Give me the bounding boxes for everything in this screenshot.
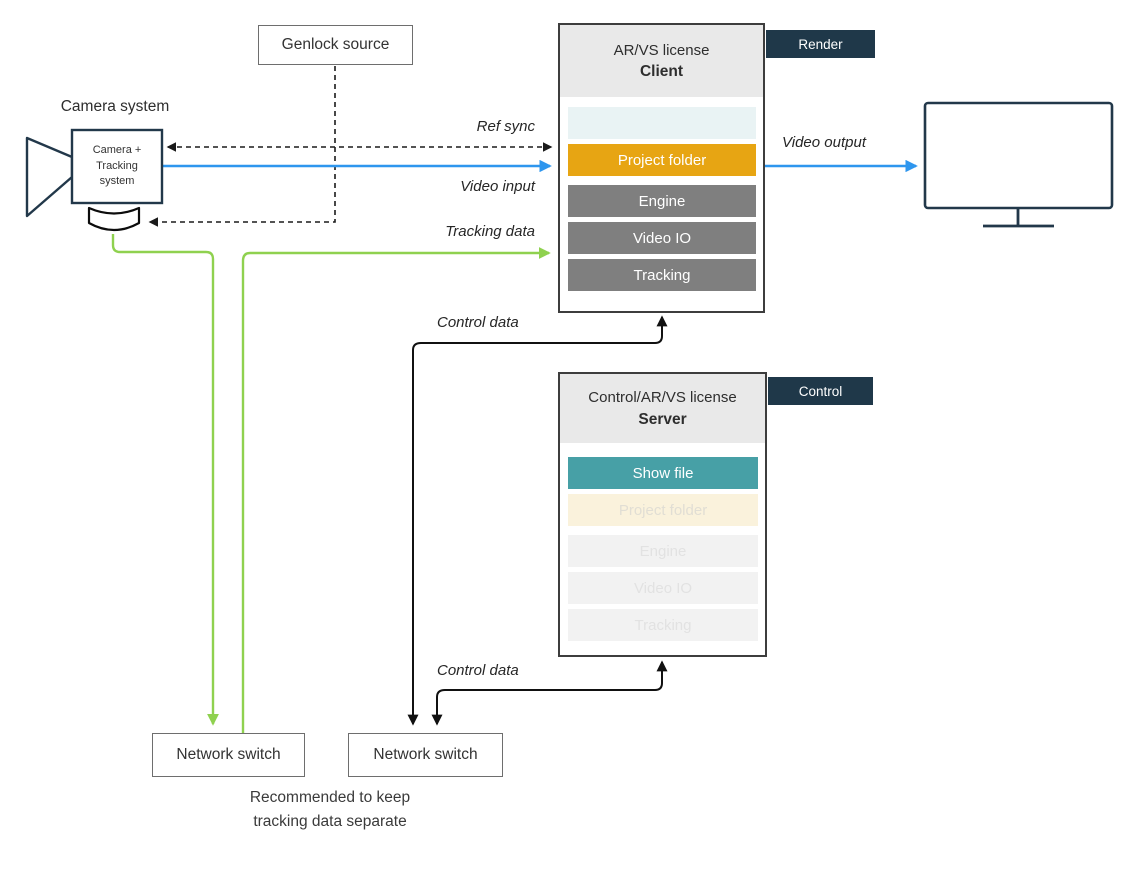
tracking-head-shape <box>87 206 141 232</box>
client-license-label: AR/VS license <box>613 41 710 59</box>
genlock-source-box: Genlock source <box>258 25 413 65</box>
client-role-label: Client <box>639 63 684 81</box>
server-panel: Control/AR/VS license Server Show file P… <box>558 372 767 657</box>
genlock-sync-line <box>148 66 336 227</box>
client-row-engine: Engine <box>568 185 756 217</box>
client-row-showfile-placeholder <box>568 107 756 139</box>
camera-system-title: Camera system <box>60 98 170 115</box>
render-tag: Render <box>766 30 875 58</box>
client-panel-header: AR/VS license Client <box>560 25 763 97</box>
control-tag: Control <box>768 377 873 405</box>
control-data-server-label: Control data <box>437 662 519 679</box>
client-panel: AR/VS license Client Project folder Engi… <box>558 23 765 313</box>
ref-sync-label: Ref sync <box>476 118 535 135</box>
control-data-client-label: Control data <box>437 314 519 331</box>
server-row-tracking: Tracking <box>568 609 758 641</box>
client-row-video-io: Video IO <box>568 222 756 254</box>
server-rows: Show file Project folder Engine Video IO… <box>560 443 765 641</box>
tracking-to-switch-line <box>111 234 219 726</box>
tracking-to-client-line <box>241 247 551 733</box>
network-switch-right-box: Network switch <box>348 733 503 777</box>
camera-lens-shape <box>25 136 74 218</box>
video-input-label: Video input <box>460 178 535 195</box>
server-row-show-file: Show file <box>568 457 758 489</box>
camera-icon <box>25 128 164 232</box>
network-switch-left-box: Network switch <box>152 733 305 777</box>
server-row-video-io: Video IO <box>568 572 758 604</box>
camera-body-shape <box>70 128 164 205</box>
camera-device-label: Camera + Tracking system <box>92 143 142 188</box>
client-rows: Project folder Engine Video IO Tracking <box>560 97 763 291</box>
server-row-engine: Engine <box>568 535 758 567</box>
server-license-label: Control/AR/VS license <box>588 389 737 407</box>
genlock-source-label: Genlock source <box>281 36 390 53</box>
control-data-server-line <box>431 660 668 726</box>
monitor-screen-shape <box>923 101 1114 210</box>
client-row-project-folder: Project folder <box>568 144 756 176</box>
server-row-project-folder: Project folder <box>568 494 758 526</box>
monitor-icon <box>923 101 1114 228</box>
client-row-tracking: Tracking <box>568 259 756 291</box>
network-switch-right-label: Network switch <box>373 746 478 763</box>
control-data-client-line <box>407 315 668 726</box>
tracking-note: Recommended to keep tracking data separa… <box>249 789 411 831</box>
video-output-label: Video output <box>782 134 866 151</box>
server-panel-header: Control/AR/VS license Server <box>560 374 765 443</box>
network-switch-left-label: Network switch <box>176 746 281 763</box>
monitor-stand-shape <box>983 208 1054 228</box>
server-role-label: Server <box>638 410 687 428</box>
tracking-data-label: Tracking data <box>445 223 535 240</box>
